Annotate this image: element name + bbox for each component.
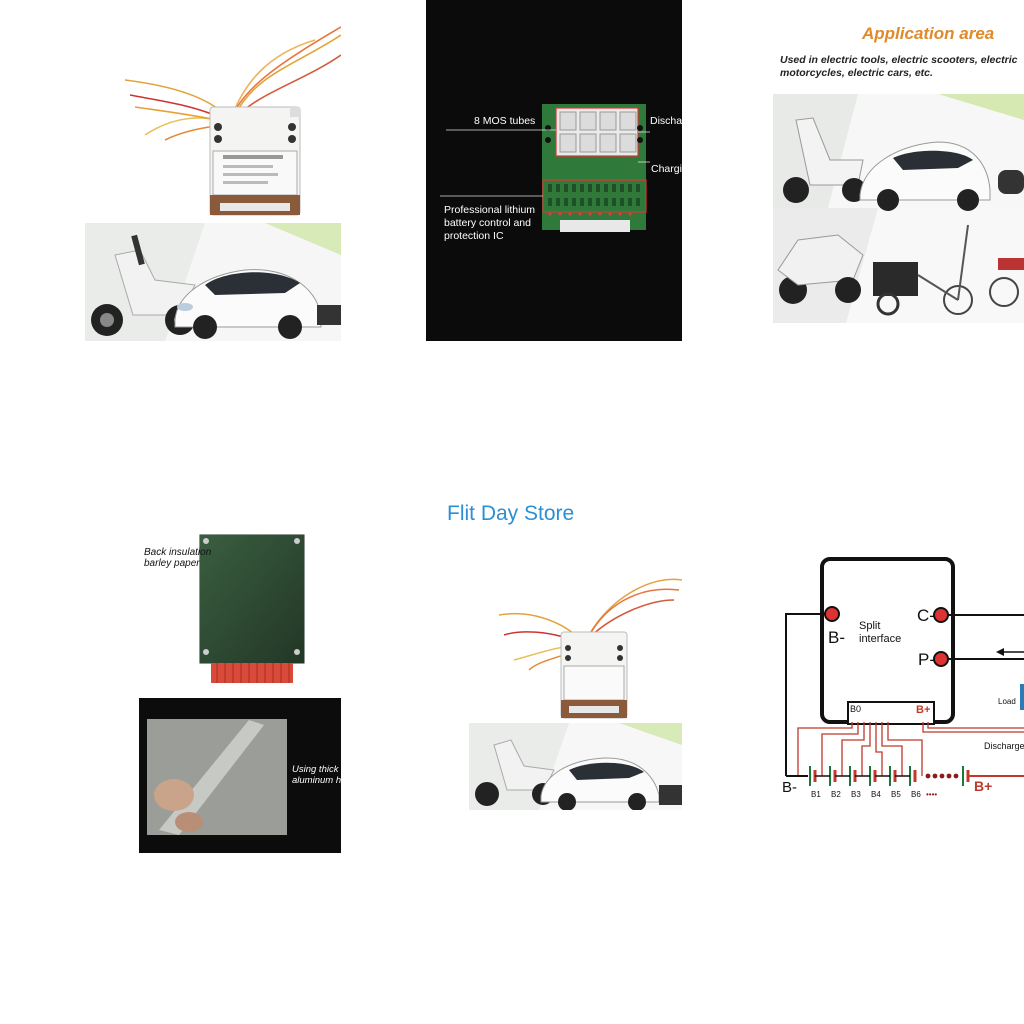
store-title-link[interactable]: Flit Day Store: [447, 502, 575, 525]
b-minus-bottom-label: B-: [782, 779, 797, 796]
charge-label: Chargi: [651, 163, 682, 175]
product-image-back-insulation[interactable]: Back insulation barley paper Using thick…: [139, 530, 341, 856]
product-image-bms-top-left[interactable]: [85, 15, 341, 341]
discharge-label: Discha: [650, 115, 682, 127]
cell-label-b1: B1: [811, 790, 821, 799]
application-subtitle: Used in electric tools, electric scooter…: [780, 54, 1024, 80]
cell-label-b6: B6: [911, 790, 921, 799]
insulation-label-line-1: Back insulation: [144, 547, 212, 558]
wiring-diagram[interactable]: Split interface B- C- P- B0 B+ Load Disc…: [778, 550, 1024, 810]
bms-board-illustration: [85, 26, 341, 341]
product-image-bms-center[interactable]: [469, 560, 682, 810]
pcb-illustration: [440, 104, 650, 232]
b0-label: B0: [850, 704, 862, 714]
b-minus-terminal-label: B-: [828, 628, 845, 647]
application-subtitle-line-2: motorcycles, electric cars, etc.: [780, 67, 933, 79]
cell-label-b5: B5: [891, 790, 901, 799]
product-image-application-area[interactable]: Application area Used in electric tools,…: [768, 0, 1024, 341]
ic-label-line-3: protection IC: [444, 230, 504, 242]
cell-label-b2: B2: [831, 790, 841, 799]
discharge-diagram-label: Discharge: [984, 741, 1024, 751]
cell-label-more: ••••: [926, 790, 938, 799]
bms-board-center-illustration: [469, 578, 682, 810]
wiring-diagram-svg: [785, 557, 1024, 786]
aluminum-caption-line-1: Using thick: [292, 764, 339, 775]
c-minus-terminal-label: C-: [917, 606, 935, 625]
ic-label-line-2: battery control and: [444, 217, 531, 229]
aluminum-caption-line-2: aluminum h: [292, 775, 341, 786]
cell-label-b3: B3: [851, 790, 861, 799]
cell-label-b4: B4: [871, 790, 881, 799]
split-interface-line-2: interface: [859, 633, 902, 645]
application-title: Application area: [862, 24, 995, 43]
load-label: Load: [998, 697, 1016, 706]
p-minus-terminal-label: P-: [918, 650, 935, 669]
mos-tubes-label: 8 MOS tubes: [474, 115, 536, 127]
application-subtitle-line-1: Used in electric tools, electric scooter…: [780, 54, 1018, 66]
b-plus-bottom-label: B+: [974, 778, 993, 794]
ic-label-line-1: Professional lithium: [444, 204, 536, 216]
b-plus-connector-label: B+: [916, 704, 931, 716]
product-image-pcb-features[interactable]: 8 MOS tubes Discha Chargi Professional l…: [426, 0, 682, 341]
application-vehicles-illustration: [773, 94, 1024, 323]
insulation-label-line-2: barley paper: [144, 558, 200, 569]
back-insulation-illustration: [139, 534, 341, 853]
split-interface-line-1: Split: [859, 620, 881, 632]
